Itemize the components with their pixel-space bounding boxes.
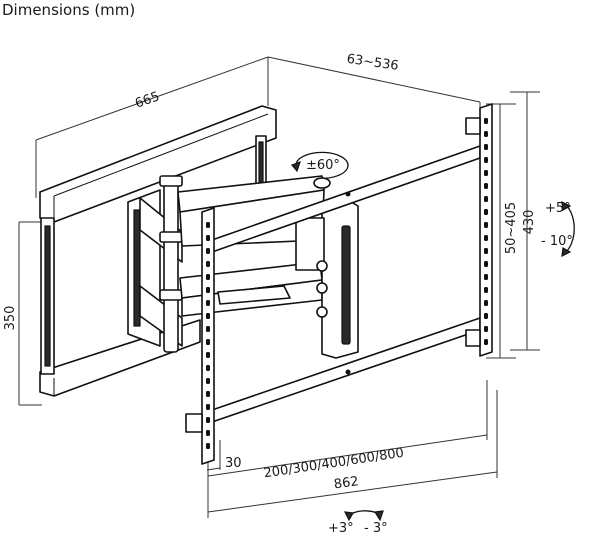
tv-bracket-right-body xyxy=(479,103,493,357)
dim-label-350: 350 xyxy=(3,306,18,331)
bracket-slot-hole xyxy=(484,313,488,319)
swivel-annotation: ±60° xyxy=(290,151,349,179)
lower-arm xyxy=(179,261,323,317)
tilt-down-label: - 10° xyxy=(541,234,573,249)
bracket-slot-hole xyxy=(484,131,488,137)
bracket-slot-hole xyxy=(206,378,210,384)
bracket-slot-hole xyxy=(484,261,488,267)
dim-label-665: 665 xyxy=(133,89,161,111)
tilt-up-label: +5° xyxy=(545,201,571,216)
dim-line-extension xyxy=(267,56,481,103)
tv-head-body xyxy=(321,199,359,359)
bracket-slot-hole xyxy=(484,339,488,345)
tv-head xyxy=(295,199,359,359)
tv-bracket-right-hook-top xyxy=(465,117,481,135)
bracket-slot-hole xyxy=(484,118,488,124)
dim-line-862 xyxy=(207,471,498,513)
bracket-slot-hole xyxy=(484,326,488,332)
rotate-right-arrow-icon xyxy=(373,510,384,522)
bracket-slot-hole xyxy=(206,404,210,410)
tv-bracket-left xyxy=(185,207,215,465)
dim-label-862: 862 xyxy=(333,474,360,492)
dim-label-offset: 30 xyxy=(225,456,242,471)
bracket-slot-hole xyxy=(484,235,488,241)
rotate-left-arrow-icon xyxy=(343,511,354,522)
diagram-title: Dimensions (mm) xyxy=(2,1,135,19)
rotate-plus-label: +3° xyxy=(328,521,354,536)
wall-plate-slot xyxy=(44,225,51,367)
bracket-slot-hole xyxy=(206,417,210,423)
tilt-down-arrow-icon xyxy=(561,247,572,258)
tv-bracket-left-holes xyxy=(206,222,210,449)
tv-bracket-right-holes xyxy=(484,118,488,345)
dim-line-665 xyxy=(35,56,269,141)
wall-bracket xyxy=(127,175,183,353)
bracket-slot-hole xyxy=(206,352,210,358)
rotate-minus-label: - 3° xyxy=(364,521,388,536)
pivot-pin xyxy=(163,179,179,353)
tilt-knob-upper xyxy=(316,260,328,272)
tv-bracket-right xyxy=(465,103,493,357)
bracket-slot-hole xyxy=(206,326,210,332)
dim-line-offset xyxy=(206,467,221,471)
bracket-slot-hole xyxy=(206,430,210,436)
tv-bracket-left-body xyxy=(201,207,215,465)
dim-label-vesa-vertical: 50~405 xyxy=(504,202,519,254)
tilt-arc xyxy=(565,204,575,253)
bracket-slot-hole xyxy=(206,222,210,228)
tv-bracket-right-hook-bottom xyxy=(465,329,481,347)
tilt-up-arrow-icon xyxy=(561,200,572,211)
bracket-slot-hole xyxy=(206,261,210,267)
bracket-slot-hole xyxy=(484,209,488,215)
dim-label-extension: 63~536 xyxy=(346,52,400,74)
tv-head-slot xyxy=(341,225,351,345)
bracket-slot-hole xyxy=(484,196,488,202)
bracket-slot-hole xyxy=(206,248,210,254)
bracket-slot-hole xyxy=(206,235,210,241)
bracket-slot-hole xyxy=(206,391,210,397)
bracket-slot-hole xyxy=(484,222,488,228)
bracket-slot-hole xyxy=(206,287,210,293)
bracket-slot-hole xyxy=(484,157,488,163)
bracket-slot-hole xyxy=(484,183,488,189)
dim-label-430: 430 xyxy=(522,210,537,235)
bracket-slot-hole xyxy=(206,313,210,319)
bracket-slot-hole xyxy=(484,144,488,150)
bracket-slot-hole xyxy=(484,274,488,280)
bracket-slot-hole xyxy=(206,339,210,345)
bracket-slot-hole xyxy=(484,248,488,254)
tilt-knob-lower xyxy=(316,306,328,318)
bracket-slot-hole xyxy=(206,300,210,306)
tilt-annotation: +5° - 10° xyxy=(541,200,575,258)
bracket-slot-hole xyxy=(206,274,210,280)
tilt-knob-middle xyxy=(316,282,328,294)
bracket-slot-hole xyxy=(484,170,488,176)
swivel-arrow-icon xyxy=(290,160,301,173)
dim-line-vesa-horizontal xyxy=(207,434,488,477)
rotate-annotation: +3° - 3° xyxy=(328,510,388,536)
bracket-slot-hole xyxy=(206,443,210,449)
wall-plate-top-rail xyxy=(39,105,277,223)
bracket-slot-hole xyxy=(484,300,488,306)
bracket-slot-hole xyxy=(484,287,488,293)
tv-bracket-left-hook xyxy=(185,413,203,433)
swivel-arc xyxy=(295,151,349,179)
dim-label-vesa-horizontal: 200/300/400/600/800 xyxy=(263,446,405,482)
bracket-slot-hole xyxy=(206,365,210,371)
swivel-label: ±60° xyxy=(306,158,340,173)
